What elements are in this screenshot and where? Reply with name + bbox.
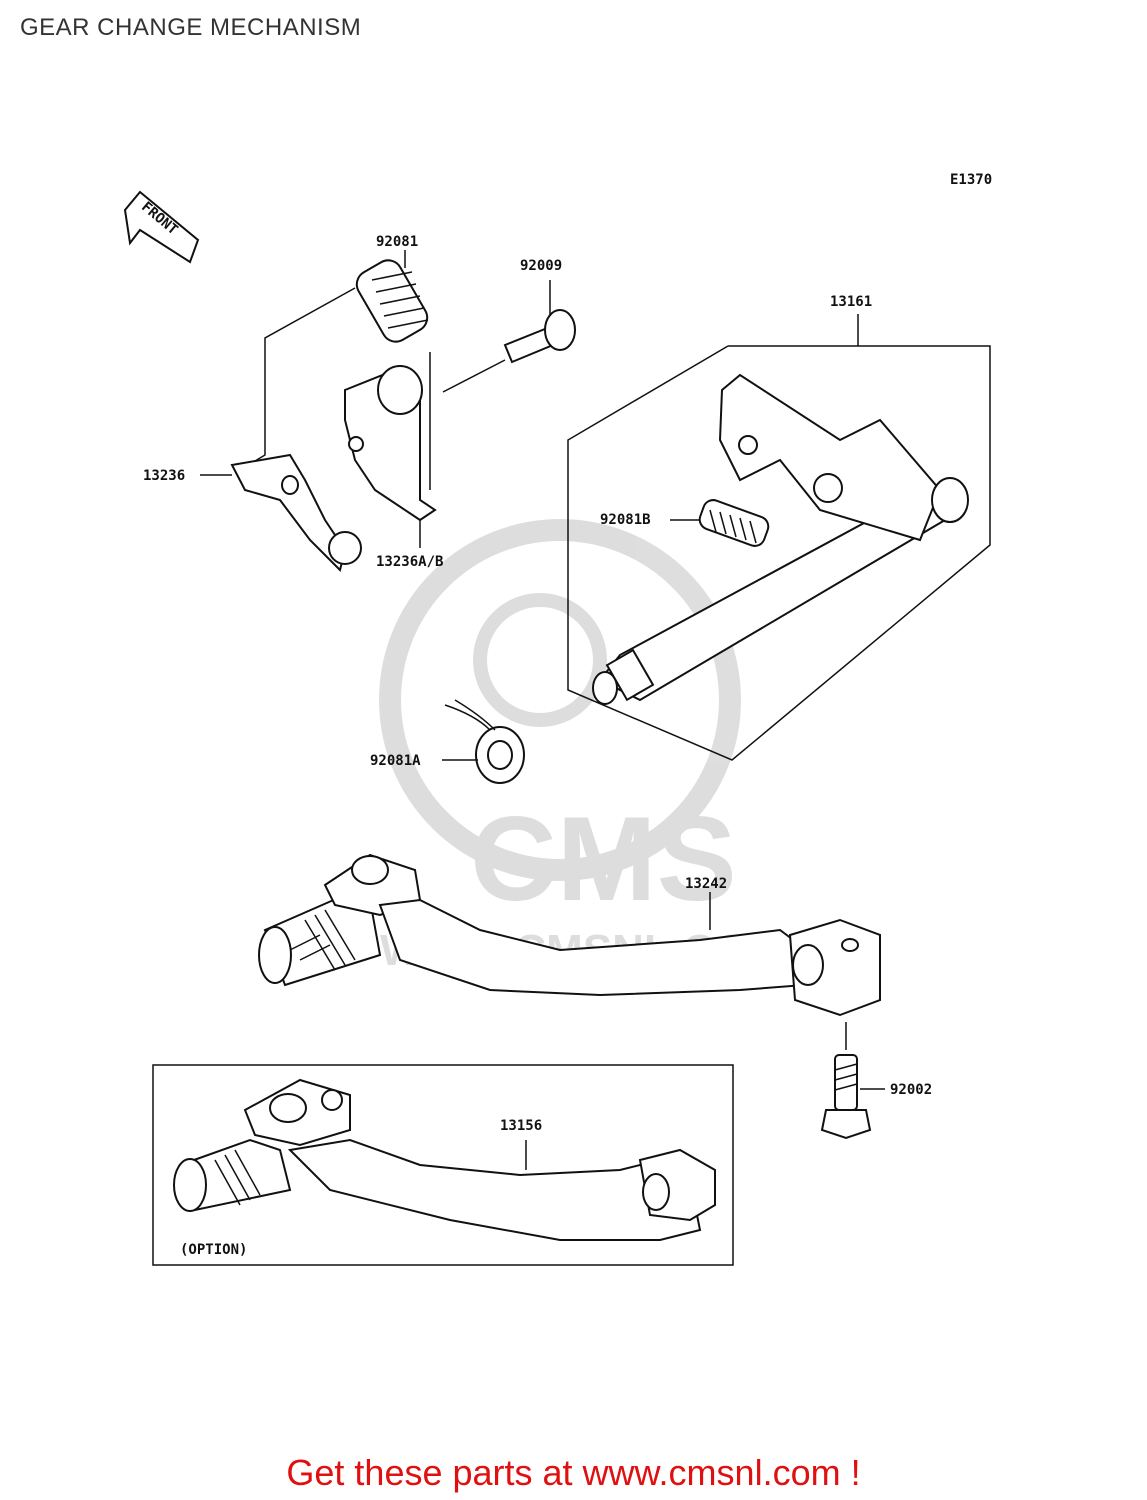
label-92009: 92009 (520, 258, 562, 274)
watermark-text: CMS (470, 792, 737, 926)
option-frame (152, 1064, 734, 1266)
pedal-13242 (258, 853, 881, 1017)
label-92081: 92081 (376, 234, 418, 250)
label-13242: 13242 (685, 876, 727, 892)
option-label: (OPTION) (180, 1242, 247, 1258)
spring-92081a (442, 699, 525, 784)
label-92002: 92002 (890, 1082, 932, 1098)
watermark: CMS WWW.CMSNL.COM (379, 519, 786, 975)
arm-13236 (200, 365, 437, 572)
diagram-code: E1370 (950, 172, 992, 188)
spring-92081b (670, 499, 770, 547)
label-13236ab: 13236A/B (376, 554, 443, 570)
bolt-92009 (442, 280, 576, 393)
label-13156: 13156 (500, 1118, 542, 1134)
page-title: GEAR CHANGE MECHANISM (20, 14, 362, 41)
label-13236: 13236 (143, 468, 185, 484)
parts-diagram: CMS WWW.CMSNL.COM E1370 FRONT (123, 172, 992, 1266)
footer-link[interactable]: Get these parts at www.cmsnl.com ! (286, 1452, 861, 1493)
label-13161: 13161 (830, 294, 872, 310)
bolt-92002 (820, 1022, 885, 1140)
pedal-13156 (173, 1078, 716, 1241)
part-13161-frame (567, 314, 991, 761)
label-92081b: 92081B (600, 512, 651, 528)
spring-92081 (355, 250, 429, 343)
label-92081a: 92081A (370, 753, 421, 769)
shift-shaft (592, 373, 969, 705)
leader-13236 (239, 287, 356, 471)
front-arrow-icon: FRONT (123, 190, 200, 264)
